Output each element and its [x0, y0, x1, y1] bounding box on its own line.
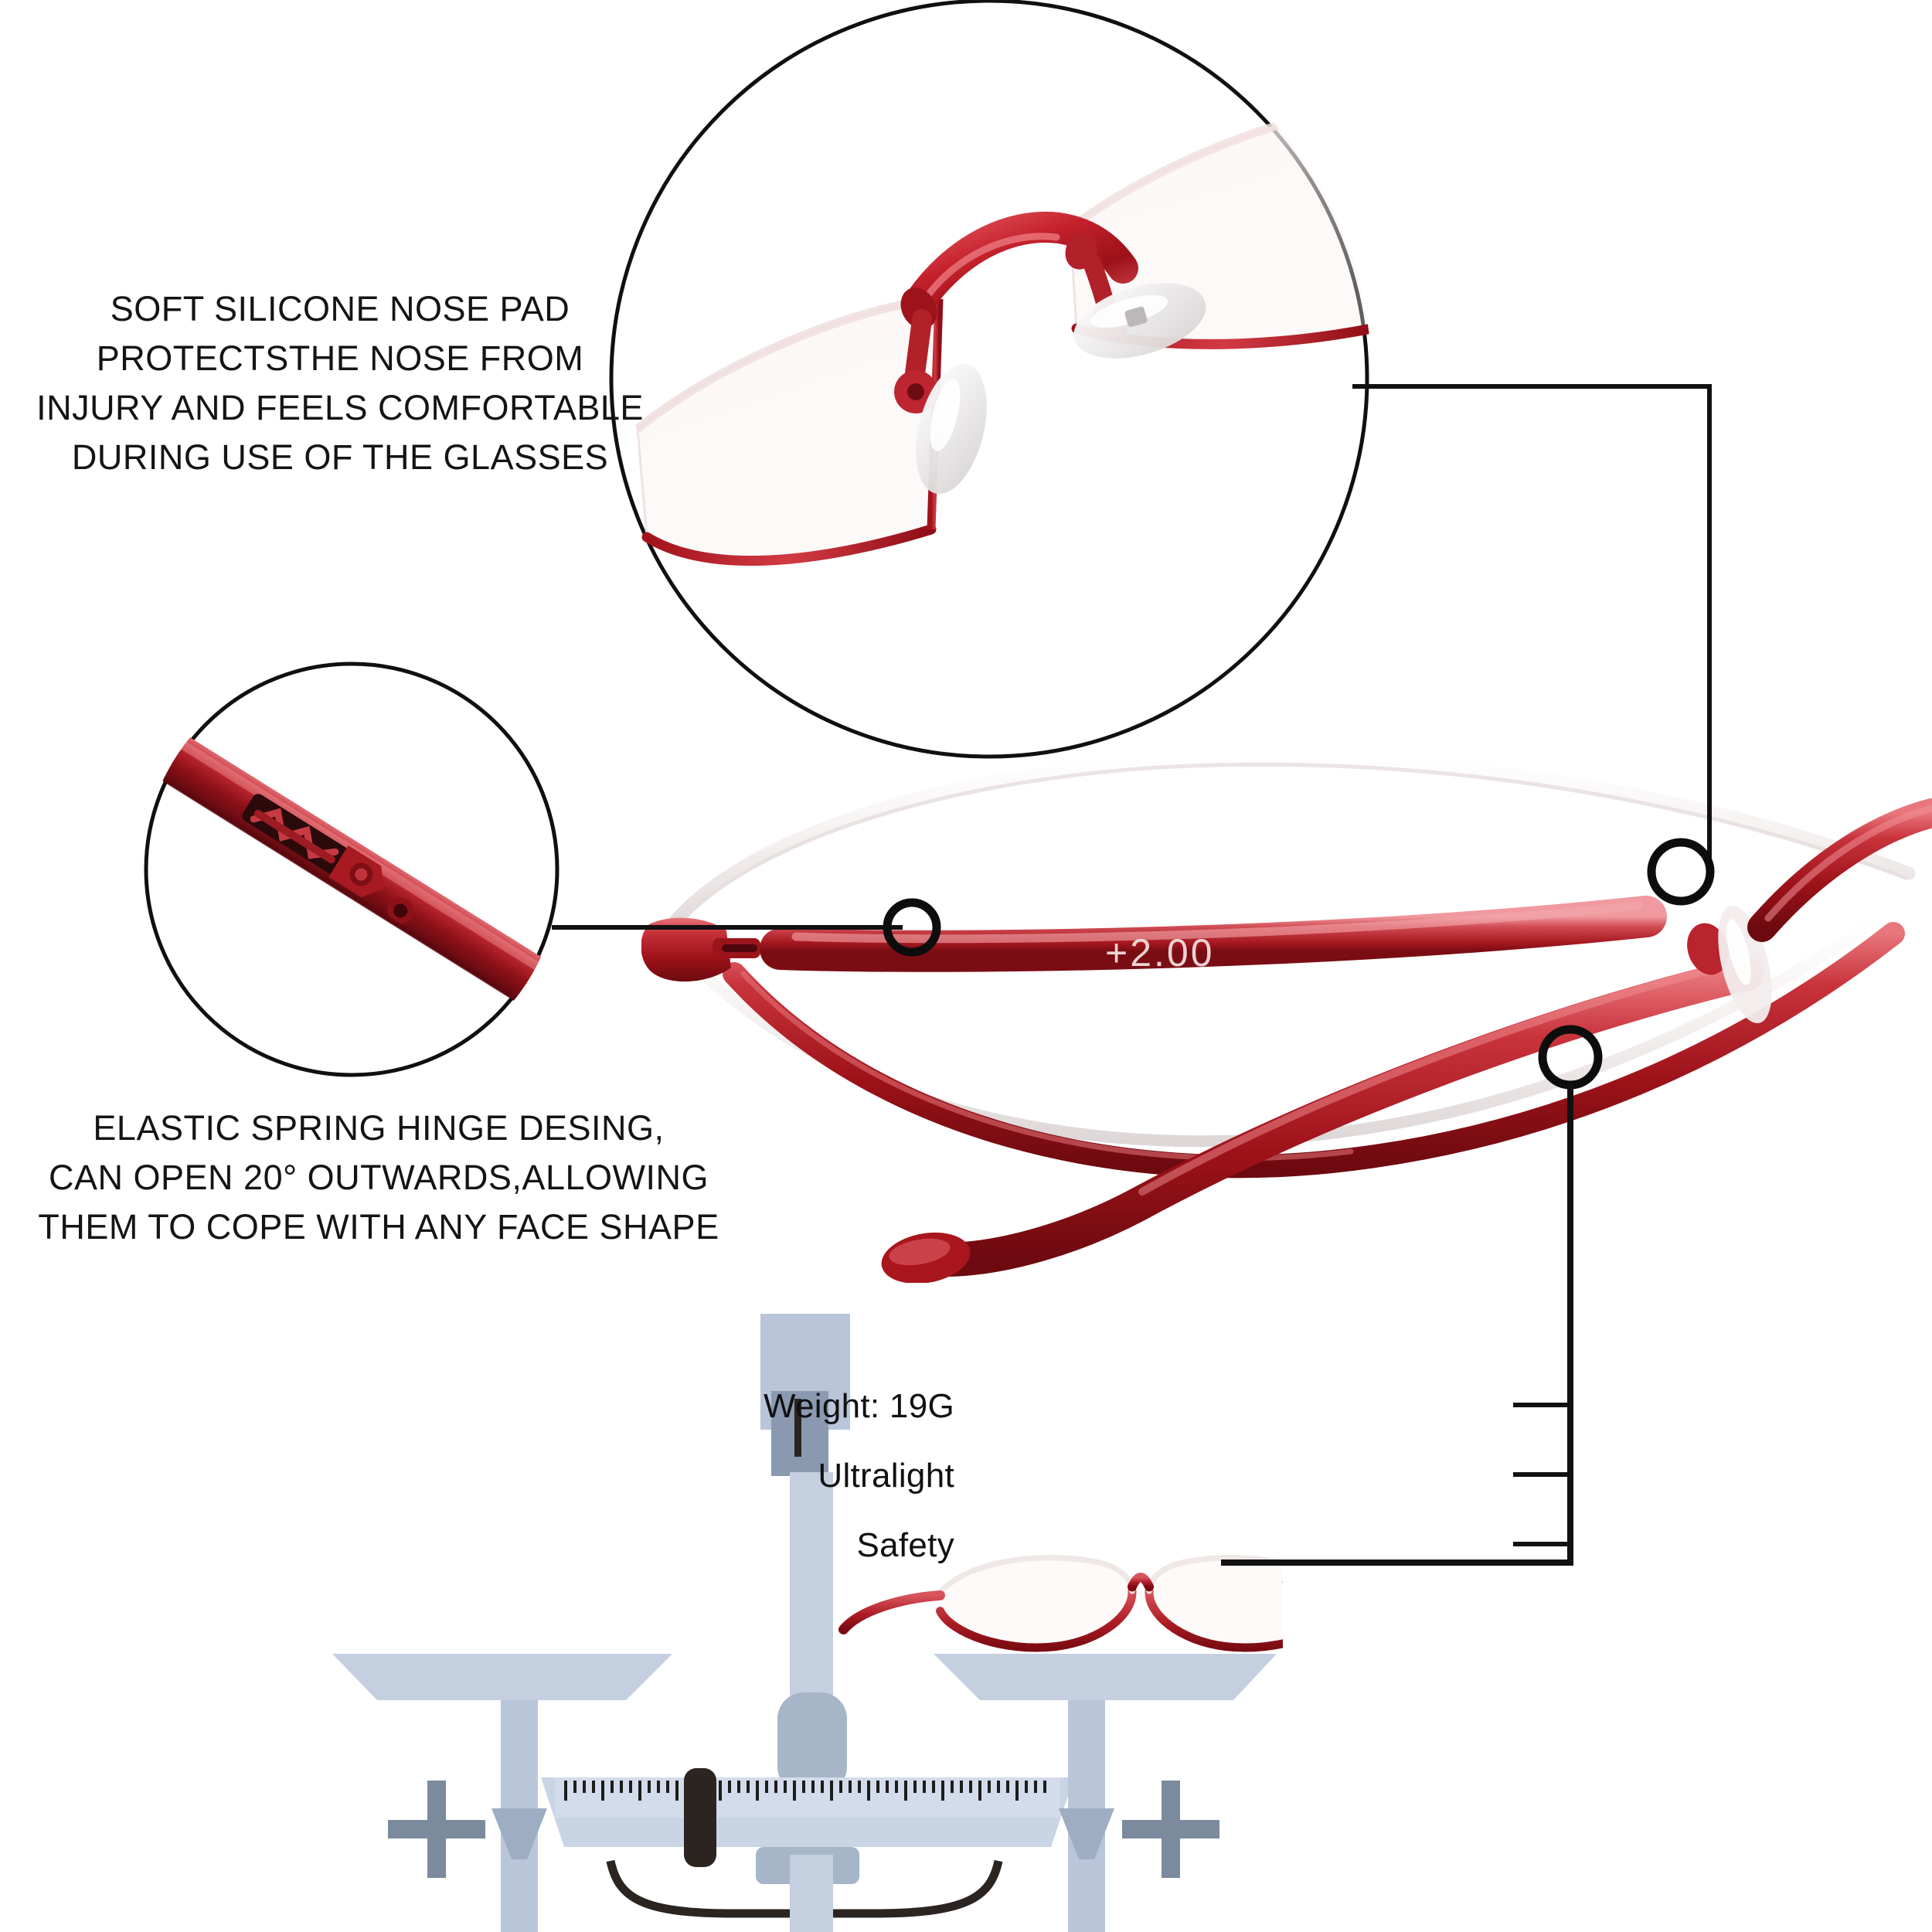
hero-glasses-art: +2.00 [641, 751, 1932, 1283]
spring-hinge-callout-text: ELASTIC SPRING HINGE DESING, CAN OPEN 20… [38, 1108, 719, 1247]
balance-scale-graphic: +2.00 [332, 1314, 1283, 1932]
safety-label: Safety [856, 1526, 954, 1564]
scale-ruler-ticks [564, 1781, 1046, 1801]
scale-left-pan [332, 1654, 672, 1700]
ultralight-label: Ultralight [818, 1457, 954, 1495]
scale-column [790, 1472, 833, 1712]
scale-pivot [777, 1692, 847, 1793]
scale-body [332, 1314, 1277, 1932]
scale-left-post [501, 1677, 538, 1932]
nose-pad-callout-text: SOFT SILICONE NOSE PAD PROTECTSTHE NOSE … [36, 289, 644, 477]
scale-slider-weight [684, 1768, 716, 1867]
scale-right-post [1068, 1677, 1105, 1932]
pan-glasses-engraving: +2.00 [1281, 1573, 1283, 1590]
scale-right-pan [934, 1654, 1277, 1700]
hero-glasses-photo: +2.00 [641, 742, 1932, 1283]
lens-power-engraving: +2.00 [1105, 931, 1215, 975]
scale-needle [794, 1399, 801, 1457]
glasses-on-pan: +2.00 [838, 1555, 1283, 1652]
spring-hinge-closeup-photo [143, 661, 560, 1078]
weight-value-label: Weight: 19G [763, 1387, 954, 1425]
nose-pad-closeup-art [609, 0, 1372, 759]
nose-pad-closeup-photo [607, 0, 1372, 761]
spring-hinge-closeup-art [143, 662, 560, 1077]
balance-scale-art: +2.00 [332, 1314, 1283, 1932]
